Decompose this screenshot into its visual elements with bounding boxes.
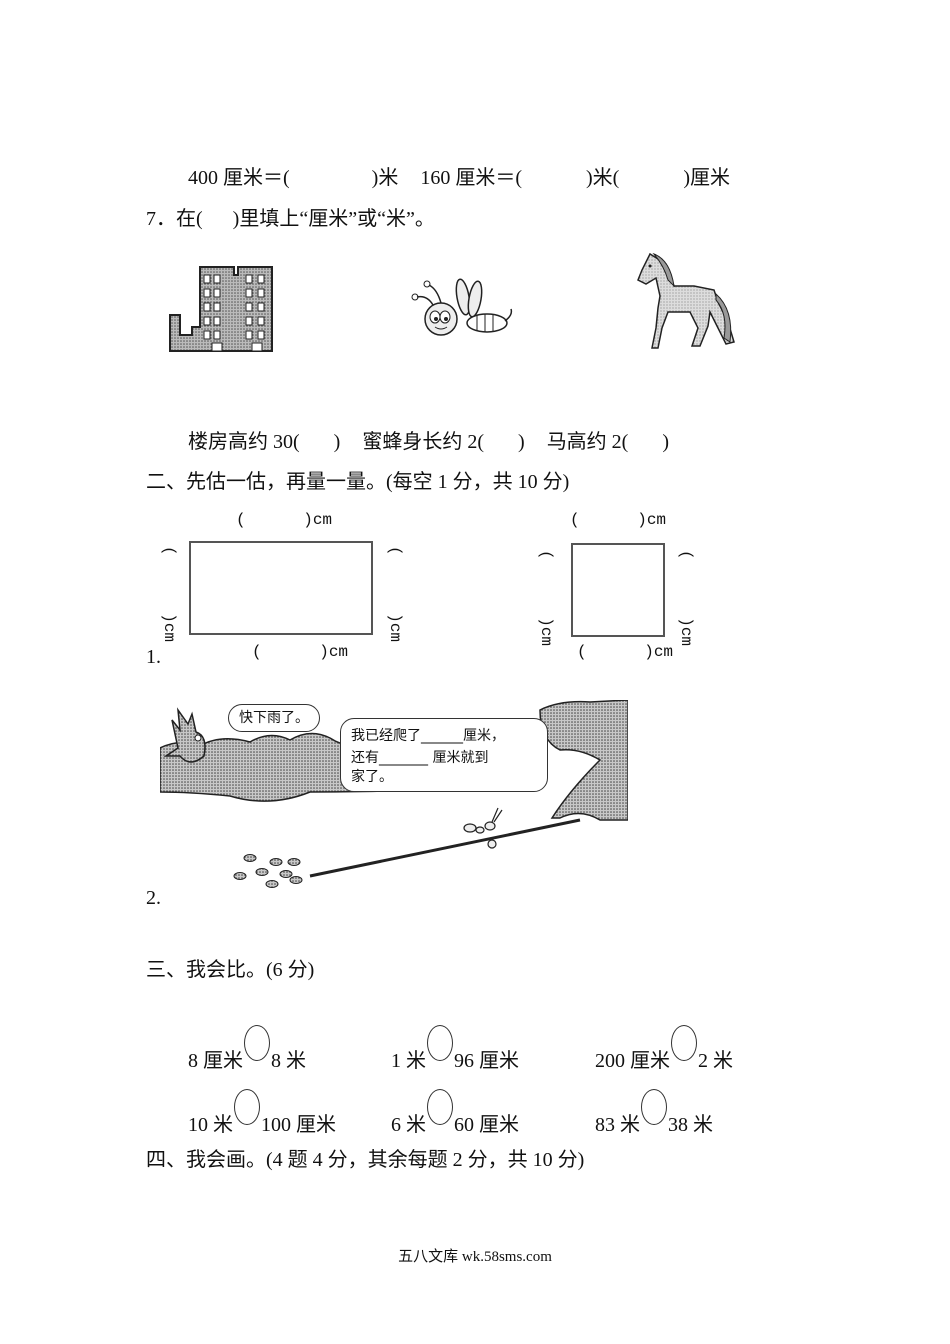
compare-right: 60 厘米 — [454, 1114, 519, 1136]
compare-right: 96 厘米 — [454, 1050, 519, 1072]
compare-circle[interactable] — [427, 1025, 453, 1061]
bird-speech-text: 快下雨了。 — [239, 710, 309, 726]
q6-conversion-line: 400 厘米＝( )米 160 厘米＝( )米( )厘米 — [178, 138, 730, 190]
compare-item: 83 米 38 米 — [585, 1078, 713, 1137]
square-right-blank[interactable]: ( )cm — [677, 550, 695, 647]
q6-part1: 400 厘米＝( — [188, 167, 290, 189]
q6-part3: 160 厘米＝( — [420, 167, 523, 189]
q7-item-building: 楼房高约 30( — [188, 431, 300, 453]
q6-part2: )米 — [371, 167, 399, 189]
compare-right: 2 米 — [698, 1050, 733, 1072]
q7-close-paren: ) — [333, 431, 341, 453]
compare-item: 6 米 60 厘米 — [381, 1078, 519, 1137]
section4-title: 四、我会画。(4 题 4 分，其余每题 2 分，共 10 分) — [146, 1149, 585, 1171]
q6-part5: )厘米 — [683, 167, 731, 189]
q7-close-paren: ) — [518, 431, 525, 453]
bird-speech-bubble: 快下雨了。 — [228, 704, 320, 732]
compare-left: 8 厘米 — [188, 1050, 243, 1072]
building-illustration — [169, 266, 273, 352]
q7-close-paren: ) — [662, 431, 670, 453]
ant-speech-line1: 我已经爬了______厘米， — [351, 728, 505, 744]
compare-item: 1 米 96 厘米 — [381, 1014, 519, 1073]
compare-right: 38 米 — [668, 1114, 713, 1136]
section3-title: 三、我会比。(6 分) — [146, 959, 315, 981]
ant-speech-line3: 家了。 — [351, 769, 393, 785]
compare-circle[interactable] — [234, 1089, 260, 1125]
compare-item: 8 厘米 8 米 — [178, 1014, 306, 1073]
rectangle-shape — [189, 541, 373, 635]
q7-item-horse: 马高约 2( — [546, 431, 629, 453]
compare-item: 10 米 100 厘米 — [178, 1078, 336, 1137]
rect-right-blank[interactable]: ( )cm — [386, 546, 404, 643]
q7-title: 7．在( )里填上“厘米”或“米”。 — [146, 208, 435, 230]
compare-left: 10 米 — [188, 1114, 233, 1136]
q2-2-label: 2. — [146, 887, 161, 909]
compare-circle[interactable] — [244, 1025, 270, 1061]
ant-speech-bubble: 我已经爬了______厘米， 还有_______ 厘米就到 家了。 — [340, 718, 548, 792]
horse-illustration — [637, 252, 735, 349]
section2-title: 二、先估一估，再量一量。(每空 1 分，共 10 分) — [146, 471, 570, 493]
rect-left-blank[interactable]: ( )cm — [160, 546, 178, 643]
q6-part4: )米( — [586, 167, 620, 189]
compare-circle[interactable] — [641, 1089, 667, 1125]
compare-right: 100 厘米 — [261, 1114, 336, 1136]
q7-item-bee: 蜜蜂身长约 2( — [362, 431, 485, 453]
compare-left: 200 厘米 — [595, 1050, 670, 1072]
rect-top-blank[interactable]: ( )cm — [236, 511, 333, 529]
q7-answers-line: 楼房高约 30() 蜜蜂身长约 2() 马高约 2() — [178, 402, 669, 454]
square-top-blank[interactable]: ( )cm — [570, 511, 667, 529]
compare-right: 8 米 — [271, 1050, 306, 1072]
compare-left: 83 米 — [595, 1114, 640, 1136]
compare-circle[interactable] — [671, 1025, 697, 1061]
compare-left: 6 米 — [391, 1114, 426, 1136]
compare-left: 1 米 — [391, 1050, 426, 1072]
square-shape — [571, 543, 665, 637]
square-bottom-blank[interactable]: ( )cm — [577, 643, 674, 661]
compare-circle[interactable] — [427, 1089, 453, 1125]
q2-1-label: 1. — [146, 646, 161, 668]
footer-watermark: 五八文库 wk.58sms.com — [398, 1249, 552, 1265]
ant-speech-line2: 还有_______ 厘米就到 — [351, 750, 489, 766]
bee-illustration — [411, 278, 513, 336]
compare-item: 200 厘米 2 米 — [585, 1014, 733, 1073]
square-left-blank[interactable]: ( )cm — [537, 550, 555, 647]
rect-bottom-blank[interactable]: ( )cm — [252, 643, 349, 661]
